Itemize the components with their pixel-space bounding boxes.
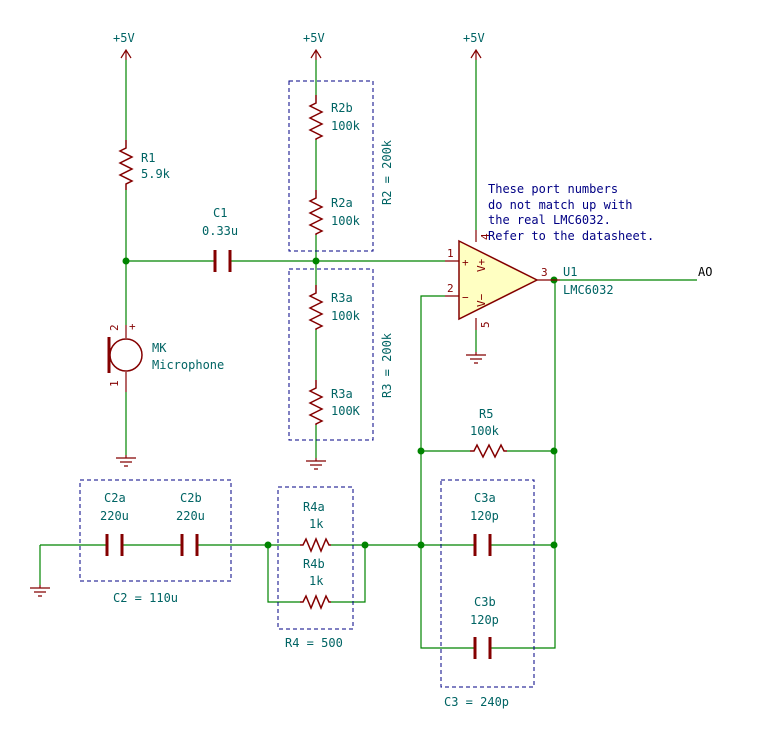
junction-dot [312, 257, 320, 265]
note-line: do not match up with [488, 198, 633, 212]
capacitor-ref: C3b [474, 595, 496, 609]
capacitor-value: 120p [470, 613, 499, 627]
resistor-ref: R5 [479, 407, 493, 421]
resistor-value: 1k [309, 517, 324, 531]
junction-dot [122, 257, 130, 265]
resistor-value: 100k [331, 214, 361, 228]
opamp-pin-number: 3 [541, 266, 548, 279]
resistor-value: 100K [331, 404, 361, 418]
resistor-value: 100k [331, 309, 361, 323]
group-box-c2 [79, 479, 232, 582]
resistor-r3a-bottom: R3a 100K [308, 380, 361, 425]
capacitor-c2b: C2b 220u [176, 491, 205, 556]
resistor-r2a: R2a 100k [308, 190, 361, 235]
resistor-ref: R3a [331, 387, 353, 401]
mic-pin-number: 1 [108, 380, 121, 387]
ground-symbol [30, 585, 50, 597]
mic-value: Microphone [152, 358, 224, 372]
capacitor-c1: C1 0.33u [202, 206, 238, 272]
power-label: +5V [463, 31, 485, 45]
note-line: These port numbers [488, 182, 618, 196]
ground-symbol [306, 458, 326, 470]
group-box-r4 [277, 486, 354, 630]
opamp-pin-number: 2 [447, 282, 454, 295]
resistor-r5: R5 100k [470, 407, 507, 459]
capacitor-c2a: C2a 220u [100, 491, 129, 556]
resistor-ref: R4a [303, 500, 325, 514]
resistor-r1: R1 5.9k [118, 140, 171, 190]
junction-dot [361, 541, 369, 549]
capacitor-c3b: C3b 120p [470, 595, 499, 659]
opamp-pin-number: 1 [447, 247, 454, 260]
capacitor-c3a: C3a 120p [470, 491, 499, 556]
capacitor-value: 220u [100, 509, 129, 523]
group-box-r2 [288, 80, 374, 252]
note-line: the real LMC6032. [488, 213, 611, 227]
opamp-pin-number: 4 [479, 233, 492, 240]
group-label-r2: R2 = 200k [380, 139, 394, 205]
resistor-ref: R2b [331, 101, 353, 115]
capacitor-ref: C2b [180, 491, 202, 505]
resistor-ref: R2a [331, 196, 353, 210]
capacitor-ref: C1 [213, 206, 227, 220]
mic-ref: MK [152, 341, 167, 355]
opamp-plus-sign: + [462, 256, 469, 269]
capacitor-value: 220u [176, 509, 205, 523]
power-symbol-vcc2: +5V [303, 31, 325, 60]
group-label-r3: R3 = 200k [380, 332, 394, 398]
resistor-r2b: R2b 100k [308, 95, 361, 140]
datasheet-note: These port numbers do not match up with … [488, 182, 654, 243]
mic-pin-number: 2 [108, 324, 121, 331]
resistor-value: 1k [309, 574, 324, 588]
microphone-mk: 2 1 + MK Microphone [107, 320, 224, 392]
junction-dot [417, 447, 425, 455]
opamp-pin-number: 5 [479, 321, 492, 328]
mic-plus-sign: + [129, 320, 136, 333]
group-box-c3 [440, 479, 535, 688]
capacitor-ref: C3a [474, 491, 496, 505]
wires [39, 60, 697, 649]
power-label: +5V [303, 31, 325, 45]
resistor-ref: R3a [331, 291, 353, 305]
capacitor-value: 0.33u [202, 224, 238, 238]
junction-dot [264, 541, 272, 549]
junction-dot [550, 541, 558, 549]
group-label-c2: C2 = 110u [113, 591, 178, 605]
junction-dot [417, 541, 425, 549]
opamp-value: LMC6032 [563, 283, 614, 297]
power-label: +5V [113, 31, 135, 45]
power-symbol-vcc1: +5V [113, 31, 135, 60]
opamp-vminus-label: V− [475, 293, 488, 307]
resistor-ref: R4b [303, 557, 325, 571]
resistor-value: 5.9k [141, 167, 171, 181]
junctions [122, 257, 558, 549]
group-label-c3: C3 = 240p [444, 695, 509, 709]
opamp-u1: 1 2 3 4 5 + − V+ V− U1 LMC6032 [445, 230, 614, 330]
resistor-ref: R1 [141, 151, 155, 165]
opamp-vplus-label: V+ [475, 258, 488, 272]
power-symbol-vcc3: +5V [463, 31, 485, 60]
resistor-r4b: R4b 1k [300, 557, 331, 610]
resistor-r3a-top: R3a 100k [308, 285, 361, 330]
capacitor-value: 120p [470, 509, 499, 523]
note-line: Refer to the datasheet. [488, 229, 654, 243]
ground-symbol [116, 455, 136, 467]
resistor-value: 100k [331, 119, 361, 133]
resistor-value: 100k [470, 424, 500, 438]
output-net-label: AO [698, 265, 712, 279]
group-box-r3 [288, 268, 374, 441]
junction-dot [550, 447, 558, 455]
opamp-ref: U1 [563, 265, 577, 279]
group-label-r4: R4 = 500 [285, 636, 343, 650]
ground-symbol [466, 352, 486, 364]
resistor-r4a: R4a 1k [300, 500, 331, 553]
capacitor-ref: C2a [104, 491, 126, 505]
opamp-minus-sign: − [462, 291, 469, 304]
